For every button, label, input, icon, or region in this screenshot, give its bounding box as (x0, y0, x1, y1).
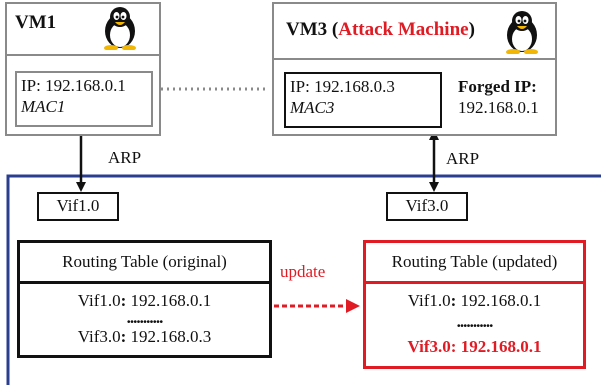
vm1-mac: MAC1 (21, 97, 66, 116)
arp-arrow-right (429, 130, 439, 192)
vm1-title-divider (7, 54, 159, 56)
rt-updated-row1-ip: 192.168.0.1 (460, 291, 542, 310)
rt-updated-row2: Vif3.0: 192.168.0.1 (407, 337, 542, 356)
vm3-ip: IP: 192.168.0.3 (290, 77, 395, 96)
update-arrow (274, 299, 360, 313)
rt-original-row2-name: Vif3.0 (77, 327, 121, 346)
vm1-title: VM1 (15, 12, 57, 33)
routing-table-updated: Routing Table (updated) Vif1.0: 192.168.… (363, 240, 586, 369)
vm1-ip: IP: 192.168.0.1 (21, 76, 126, 95)
routing-table-updated-header: Routing Table (updated) (366, 243, 583, 284)
forged-ip-value: 192.168.0.1 (458, 98, 539, 117)
vm3-title-prefix: VM3 ( (286, 19, 339, 40)
rt-original-row1-ip: 192.168.0.1 (130, 291, 212, 310)
host-frame (6, 174, 601, 385)
vm3-title: VM3 (Attack Machine) (286, 19, 475, 41)
rt-updated-row2-name: Vif3.0 (407, 337, 451, 356)
forged-ip-label: Forged IP: (458, 77, 537, 96)
vm3-title-highlight: Attack Machine (338, 19, 469, 40)
vm3-title-suffix: ) (468, 19, 475, 40)
update-label: update (280, 262, 326, 281)
vm1-frame: VM1 IP: 192.168.0.1 MAC1 (5, 2, 161, 136)
routing-table-original: Routing Table (original) Vif1.0: 192.168… (17, 240, 272, 358)
rt-original-row1: Vif1.0: 192.168.0.1 (77, 291, 212, 310)
rt-updated-row1: Vif1.0: 192.168.0.1 (407, 291, 542, 310)
routing-table-original-header: Routing Table (original) (20, 243, 269, 284)
vm3-title-divider (274, 58, 555, 60)
vm3-frame: VM3 (Attack Machine) IP: 192.168.0.3 MAC… (272, 2, 557, 136)
rt-original-row2: Vif3.0: 192.168.0.3 (77, 327, 212, 346)
arp-label-left: ARP (108, 148, 142, 167)
arp-label-right: ARP (446, 149, 480, 168)
vm3-mac: MAC3 (290, 98, 335, 117)
rt-updated-row2-ip: 192.168.0.1 (460, 337, 542, 356)
forged-ip-content: Forged IP: 192.168.0.1 (458, 76, 539, 118)
tux-icon (506, 11, 538, 54)
vif-left: Vif1.0 (37, 192, 119, 221)
vif-right: Vif3.0 (386, 192, 468, 221)
rt-original-ellipsis: ........... (126, 308, 164, 327)
rt-updated-ellipsis: ........... (456, 312, 494, 331)
vm1-address-box: IP: 192.168.0.1 MAC1 (15, 71, 153, 127)
vm3-address-box: IP: 192.168.0.3 MAC3 (284, 72, 442, 128)
tux-icon (104, 7, 136, 50)
rt-updated-row1-name: Vif1.0 (407, 291, 451, 310)
rt-original-row2-ip: 192.168.0.3 (130, 327, 212, 346)
rt-original-row1-name: Vif1.0 (77, 291, 121, 310)
